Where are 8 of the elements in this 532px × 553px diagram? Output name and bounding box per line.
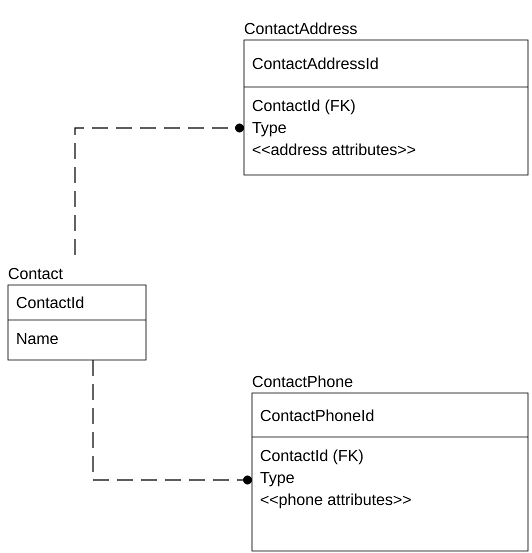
entity-box: Contact ContactId Name [8,268,146,360]
node-label: ContactAddress [244,22,357,34]
relationship-line [92,360,252,484]
entity-box: ContactPhone ContactPhoneId ContactId (FK) Type <<phone attributes>> [252,375,528,552]
node-label: Contact [8,268,63,280]
relationship-line [74,124,244,255]
node-label: ContactPhone [252,375,352,388]
entity-box: ContactAddress ContactAddressId ContactId (FK) Type <<address attributes>> [244,22,528,176]
